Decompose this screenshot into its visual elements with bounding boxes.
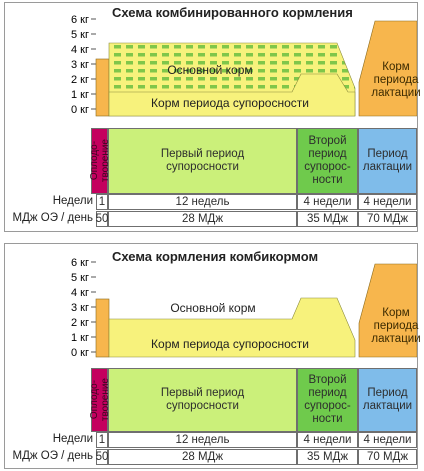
period-second-gestation: Второй период супорос- ности [297,368,358,432]
lactation-feed-label: Корм периода лактации [371,306,421,345]
weeks-cell: 4 недели [297,194,358,210]
lactation-feed-area [358,263,417,358]
energy-cell: 70 МДж [358,449,417,465]
y-tick-label: 2 кг [71,317,89,329]
weeks-cell: 4 недели [297,432,358,448]
y-tick-label: 3 кг [71,59,89,71]
y-tick-label: 5 кг [71,29,89,41]
weeks-cell: 1 [96,432,108,448]
y-axis-labels: 6 кг 5 кг 4 кг 3 кг 2 кг 1 кг 0 кг [71,257,89,359]
period-second-gestation: Второй период супорос- ности [297,128,358,194]
y-tick-label: 6 кг [71,257,89,269]
period-lactation: Период лактации [358,368,417,432]
compound-feed-scheme: Схема кормления комбикормом 6 кг 5 кг 4 … [4,243,421,469]
insemination-feed-bar [95,298,110,358]
energy-cell: 35 МДж [297,211,358,227]
sow-feed-area [108,73,356,117]
period-insemination: Оплодо- творение [89,368,111,432]
sow-feed-label: Корм периода супоросности [151,337,309,351]
weeks-cell: 12 недель [108,432,297,448]
lactation-feed-area [358,20,417,117]
period-insemination: Оплодо- творение [89,128,111,194]
energy-cell: 35 МДж [297,449,358,465]
energy-row-label: МДж ОЭ / день [12,450,94,462]
combined-feeding-chart: Схема комбинированного кормления 6 кг 5 … [71,5,417,117]
weeks-cell: 4 недели [358,432,417,448]
y-tick-label: 6 кг [71,14,89,26]
compound-feed-chart: Схема кормления комбикормом 6 кг 5 кг 4 … [71,249,417,359]
main-feed-label: Основной корм [170,301,255,315]
y-tick-label: 5 кг [71,272,89,284]
period-first-gestation: Первый период супоросности [108,128,297,194]
weeks-row-label: Недели [52,433,93,445]
sow-feed-label: Корм периода супоросности [151,96,309,110]
main-feed-label: Основной корм [167,63,252,77]
energy-row-label: МДж ОЭ / день [12,212,94,224]
y-axis-labels: 6 кг 5 кг 4 кг 3 кг 2 кг 1 кг 0 кг [71,14,89,116]
y-tick-label: 4 кг [71,287,89,299]
period-lactation: Период лактации [358,128,417,194]
weeks-row-label: Недели [52,195,93,207]
weeks-cell: 12 недель [108,194,297,210]
scheme-title: Схема комбинированного кормления [112,5,353,20]
y-tick-label: 4 кг [71,44,89,56]
energy-cell: 70 МДж [358,211,417,227]
weeks-cell: 1 [96,194,108,210]
y-tick-label: 0 кг [71,347,89,359]
insemination-feed-bar [95,58,110,117]
scheme-title: Схема кормления комбикормом [112,249,318,264]
y-tick-label: 2 кг [71,74,89,86]
combined-feeding-scheme: Схема комбинированного кормления 6 кг 5 … [4,2,421,232]
y-tick-label: 1 кг [71,89,89,101]
lactation-feed-label: Корм периода лактации [371,60,421,99]
energy-cell: 28 МДж [108,449,297,465]
period-first-gestation: Первый период супоросности [108,368,297,432]
y-tick-label: 3 кг [71,302,89,314]
y-axis-ticks [91,18,96,110]
sow-feed-area [108,297,356,358]
y-tick-label: 1 кг [71,332,89,344]
y-tick-label: 0 кг [71,104,89,116]
weeks-cell: 4 недели [358,194,417,210]
y-axis-ticks [91,261,96,353]
energy-cell: 50 [96,211,108,227]
energy-cell: 50 [96,449,108,465]
energy-cell: 28 МДж [108,211,297,227]
